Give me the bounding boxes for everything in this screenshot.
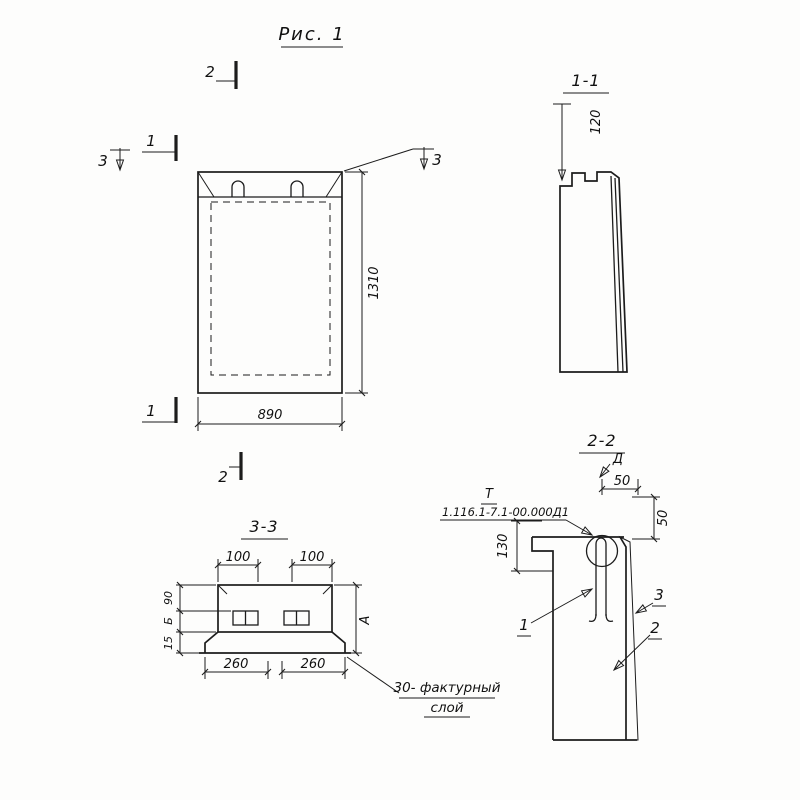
dim-width-text: 890 <box>258 408 283 423</box>
detail-callout: Т 1.116.1-7.1-00.000Д1 <box>440 487 619 568</box>
section-2-2-view: 2-2 Д 50 50 130 Т 1.116.1-7.1-00.000Д1 <box>440 431 671 741</box>
dim-a-text: А <box>358 616 373 626</box>
dimension-stack-left: 90 Б 15 <box>162 581 231 657</box>
marker-label: 3 <box>98 152 108 170</box>
section-3-3-view: 3-3 100 100 А <box>162 517 501 718</box>
main-view: 1310 890 2 2 1 1 3 <box>98 61 442 486</box>
position-leader-2: 2 <box>614 619 662 670</box>
lifting-loop-right-icon <box>290 180 304 197</box>
dimension-260-right: 260 <box>278 657 349 679</box>
dim-left-bottom-text: 15 <box>162 636 175 650</box>
marker-tick <box>343 148 434 172</box>
callout-leader <box>565 519 592 535</box>
section-body <box>531 535 639 741</box>
dimension-260-left: 260 <box>201 657 272 679</box>
dimension-height: 1310 <box>345 168 382 397</box>
dim-50-right-text: 50 <box>656 510 671 527</box>
dim-height-text: 1310 <box>367 266 382 299</box>
section-marker-3-left: 3 <box>98 148 130 170</box>
dim-260-right-text: 260 <box>301 657 326 672</box>
detail-marker-d: Д <box>600 452 623 477</box>
marker-label: 1 <box>146 402 156 420</box>
extension-lines <box>345 171 368 394</box>
detail-marker-label: Д <box>612 452 623 467</box>
corner-chamfers <box>217 584 333 595</box>
dimension-100-left: 100 <box>214 550 262 582</box>
section-marker-2-bottom: 2 <box>218 452 243 486</box>
marker-label: 1 <box>146 132 156 150</box>
left-edge-step <box>531 537 554 740</box>
marker-label: 2 <box>218 468 228 486</box>
rib-body <box>217 584 333 633</box>
pos-1-label: 1 <box>519 616 529 634</box>
pos-3-label: 3 <box>654 586 664 604</box>
callout-doc-number: 1.116.1-7.1-00.000Д1 <box>442 505 569 519</box>
position-leader-1: 1 <box>517 589 592 637</box>
section-2-2-label: 2-2 <box>587 431 616 450</box>
hidden-contour <box>210 201 331 376</box>
marker-label: 3 <box>432 151 442 169</box>
dimension-120: 120 <box>553 103 604 180</box>
section-marker-2-top: 2 <box>205 61 238 89</box>
section-marker-1-top: 1 <box>142 132 178 161</box>
section-3-3-label: 3-3 <box>249 517 278 536</box>
flange-outline <box>199 631 351 654</box>
panel-outline <box>197 171 343 394</box>
dimension-width: 890 <box>194 397 346 431</box>
right-face-line <box>619 536 627 740</box>
dimension-50-top: 50 <box>598 474 642 495</box>
dim-left-top-text: 90 <box>162 591 175 605</box>
dim-120-text: 120 <box>589 110 604 135</box>
note-leader <box>346 656 400 694</box>
panel-body <box>197 171 343 394</box>
section-marker-3-right: 3 <box>343 147 442 172</box>
panel-corner-chamfers <box>197 171 343 198</box>
dim-260-left-text: 260 <box>224 657 249 672</box>
pos-2-leader <box>614 634 651 670</box>
extension-lines <box>176 584 231 654</box>
cross-section-outline <box>199 584 351 654</box>
facing-layer-lines <box>610 175 624 373</box>
lifting-loop-left-icon <box>231 180 245 197</box>
position-leader-3: 3 <box>636 586 666 613</box>
loop-anchor-hooks <box>588 613 614 622</box>
textured-layer-note: 30- фактурный слой <box>346 656 501 718</box>
note-line-1: 30- фактурный <box>394 680 501 696</box>
dimension-130-left: 130 <box>496 517 553 575</box>
section-1-1-view: 1-1 120 <box>553 71 628 373</box>
profile-body <box>559 171 628 373</box>
lifting-loop-wire <box>595 537 607 616</box>
dim-50-top-text: 50 <box>614 474 631 489</box>
pos-3-leader <box>636 602 654 613</box>
section-marker-1-bottom: 1 <box>142 397 178 423</box>
callout-letter: Т <box>485 487 494 502</box>
marker-label: 2 <box>205 63 215 81</box>
dim-100-left-text: 100 <box>226 550 251 565</box>
dim-left-mid-text: Б <box>162 617 175 625</box>
dimension-50-right: 50 <box>632 493 671 543</box>
dim-100-right-text: 100 <box>300 550 325 565</box>
detail-arrow <box>600 463 611 477</box>
note-line-2: слой <box>430 700 463 716</box>
textured-layer-band <box>618 535 639 741</box>
pos-1-leader <box>530 589 592 624</box>
figure-title: Рис. 1 <box>278 24 345 48</box>
dim-130-text: 130 <box>496 534 511 559</box>
section-1-1-label: 1-1 <box>571 71 600 90</box>
dimension-100-right: 100 <box>288 550 336 582</box>
dimension-a-right: А <box>334 581 373 657</box>
figure-title-text: Рис. 1 <box>278 24 345 45</box>
profile-outline <box>559 171 628 373</box>
pos-2-label: 2 <box>650 619 660 637</box>
detail-circle <box>585 534 619 568</box>
